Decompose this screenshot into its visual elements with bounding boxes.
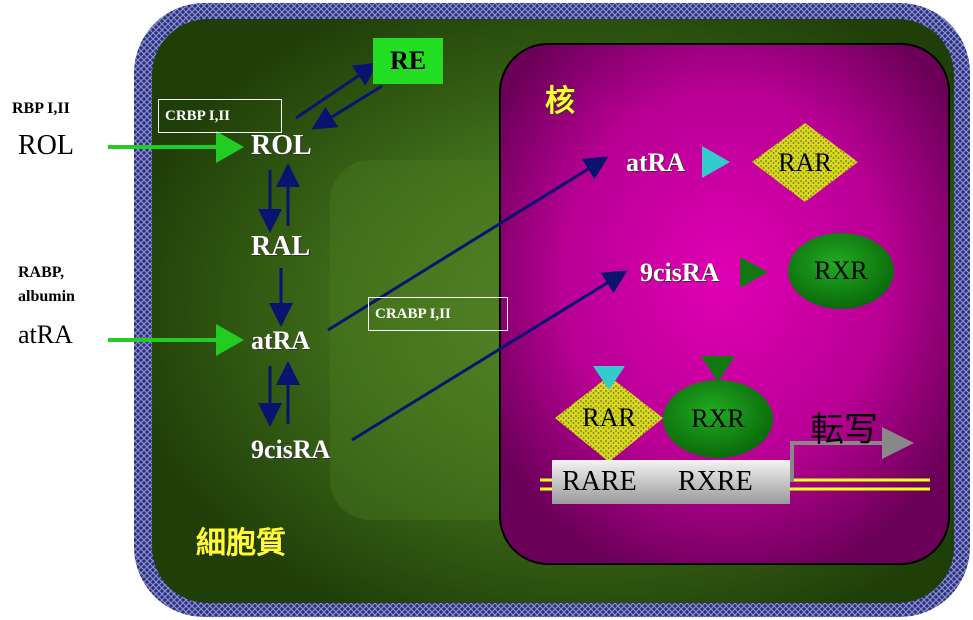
rxr-bottom-label: RXR (691, 404, 745, 433)
rol-outside-label: ROL (18, 130, 74, 161)
rxre-label: RXRE (678, 466, 753, 497)
rxr-top-label: RXR (814, 256, 868, 285)
cytoplasm-title: 細胞質 (196, 526, 286, 561)
rar-diamond-bottom (555, 376, 663, 462)
ral-label: RAL (251, 231, 311, 262)
rare-label: RARE (562, 466, 637, 497)
nucleus-atra-label: atRA (626, 148, 686, 177)
crbp-box: CRBP I,II (158, 99, 282, 133)
atra-outside-label: atRA (18, 320, 73, 349)
rbp-label: RBP I,II (12, 100, 70, 117)
atra-ligand-triangle (702, 146, 730, 178)
9cisra-ligand-triangle (740, 257, 768, 288)
atra-label: atRA (251, 326, 311, 355)
9cisra-bound-triangle (701, 356, 735, 382)
rol-label: ROL (251, 130, 312, 161)
rxr-oval-top (788, 233, 894, 309)
albumin-label: albumin (18, 288, 75, 305)
rar-diamond-top (752, 123, 858, 202)
rar-top-label: RAR (778, 148, 832, 177)
re-box: RE (373, 38, 443, 84)
nucleus-title: 核 (545, 84, 575, 119)
rabp-label: RABP, (18, 264, 65, 281)
atra-bound-triangle (593, 366, 625, 390)
9cisra-label: 9cisRA (251, 435, 331, 464)
crabp-box: CRABP I,II (368, 297, 508, 331)
rar-bottom-label: RAR (582, 403, 636, 432)
nucleus-9cisra-label: 9cisRA (640, 258, 720, 287)
transcription-label: 転写 (810, 410, 878, 450)
response-element-bar: RARE RXRE (552, 460, 790, 504)
rxr-oval-bottom (663, 380, 773, 458)
